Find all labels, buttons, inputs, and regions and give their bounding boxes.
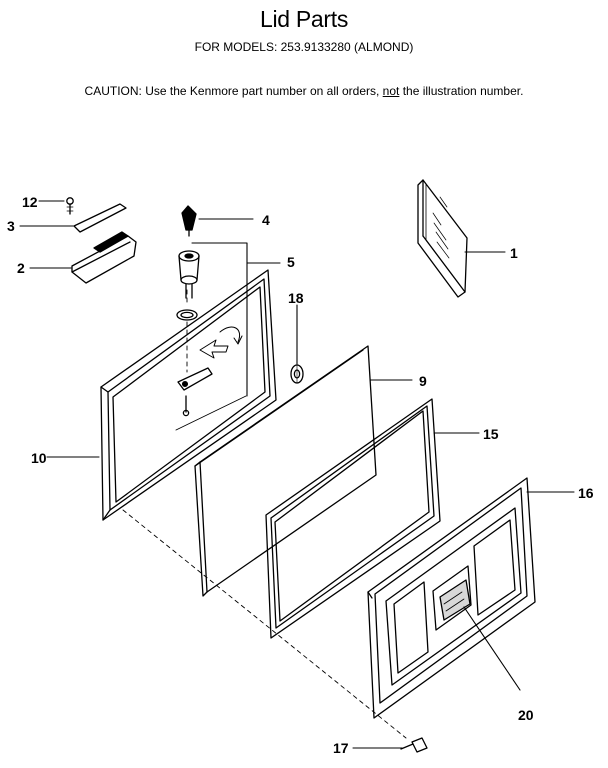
lock-recess-arrows <box>199 326 243 359</box>
leader-lines <box>19 200 575 749</box>
part-4-key <box>181 205 197 237</box>
part-2-handle <box>71 231 137 284</box>
callout-18: 18 <box>288 290 304 306</box>
callout-5: 5 <box>287 254 295 270</box>
part-18-bushing <box>290 364 304 384</box>
callout-15: 15 <box>483 426 499 442</box>
callout-1: 1 <box>510 245 518 261</box>
alignment-dashes <box>122 289 407 739</box>
callout-4: 4 <box>262 212 270 228</box>
caution-text-suffix: the illustration number. <box>399 84 524 98</box>
page-title: Lid Parts <box>259 6 349 32</box>
part-9-lid-panel <box>194 345 377 597</box>
part-12-screw <box>66 197 74 215</box>
callout-16: 16 <box>578 485 594 501</box>
callout-17: 17 <box>333 740 349 756</box>
part-17-screw <box>400 737 428 753</box>
callout-10: 10 <box>31 450 47 466</box>
caution-emphasis: not <box>382 84 400 98</box>
callout-9: 9 <box>419 373 427 389</box>
callout-20: 20 <box>518 707 534 723</box>
part-1-booklet <box>417 179 468 298</box>
part-15-gasket <box>265 398 441 639</box>
part-5-lock-assembly <box>175 250 247 431</box>
models-line: FOR MODELS: 253.9133280 (ALMOND) <box>194 40 414 54</box>
callout-12: 12 <box>22 194 38 210</box>
part-10-lid-frame <box>100 269 277 521</box>
caution-note: CAUTION: Use the Kenmore part number on … <box>0 84 608 98</box>
callout-3: 3 <box>7 218 15 234</box>
callout-2: 2 <box>17 260 25 276</box>
caution-text-prefix: CAUTION: Use the Kenmore part number on … <box>84 84 383 98</box>
part-20-liner-label <box>439 579 471 621</box>
part-3-handle-cap <box>73 203 127 233</box>
part-16-inner-liner <box>367 477 536 719</box>
